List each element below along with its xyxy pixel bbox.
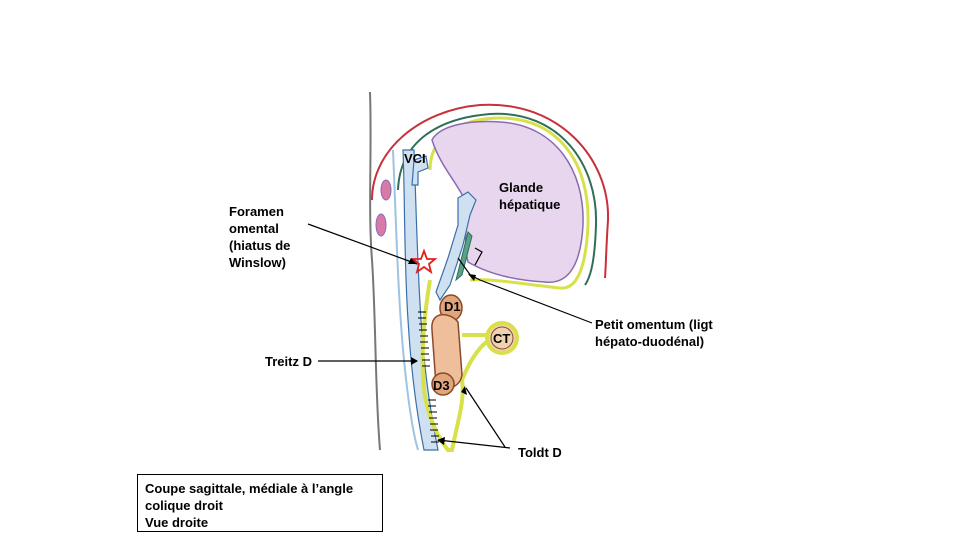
vena-cava bbox=[402, 149, 439, 451]
toldt-hatching bbox=[428, 399, 439, 443]
arrow-heads bbox=[408, 258, 476, 445]
label-treitz: Treitz D bbox=[265, 354, 312, 369]
pink-pad-bottom bbox=[375, 213, 387, 237]
posterior-wall-line bbox=[369, 91, 381, 451]
label-foramen-1: Foramen bbox=[229, 204, 284, 219]
hepatic-pedicle-green bbox=[455, 231, 473, 282]
caption-line-2: colique droit bbox=[145, 498, 223, 513]
vci-branch bbox=[411, 155, 429, 186]
label-glande-1: Glande bbox=[499, 180, 544, 195]
treitz-hatching bbox=[418, 311, 430, 367]
label-glande-2: hépatique bbox=[499, 197, 561, 212]
caption-line-1: Coupe sagittale, médiale à l’angle bbox=[145, 481, 354, 496]
label-toldt: Toldt D bbox=[518, 445, 562, 460]
mesocolon-peritoneum bbox=[420, 279, 494, 452]
duodenum-d3 bbox=[431, 372, 455, 396]
hepatic-pedicle bbox=[435, 191, 477, 302]
label-foramen-4: Winslow) bbox=[229, 255, 286, 270]
peritoneal-green-line bbox=[397, 112, 598, 286]
label-vci: VCI bbox=[404, 151, 426, 166]
label-ct: CT bbox=[493, 331, 511, 346]
label-petit-omentum-2: hépato-duodénal) bbox=[595, 334, 705, 349]
posterior-wall-inner bbox=[392, 149, 419, 451]
caption-box: Coupe sagittale, médiale à l’angle coliq… bbox=[137, 474, 383, 532]
label-foramen-3: (hiatus de bbox=[229, 238, 291, 253]
label-foramen-2: omental bbox=[229, 221, 279, 236]
label-d3: D3 bbox=[433, 378, 450, 393]
liver-peritoneum bbox=[428, 116, 590, 290]
label-d1: D1 bbox=[444, 299, 461, 314]
label-petit-omentum-1: Petit omentum (ligt bbox=[595, 317, 713, 332]
foramen-star-icon bbox=[410, 248, 438, 275]
pink-pad-top bbox=[380, 179, 392, 201]
diaphragm-line bbox=[371, 103, 610, 279]
caption-line-3: Vue droite bbox=[145, 515, 209, 530]
